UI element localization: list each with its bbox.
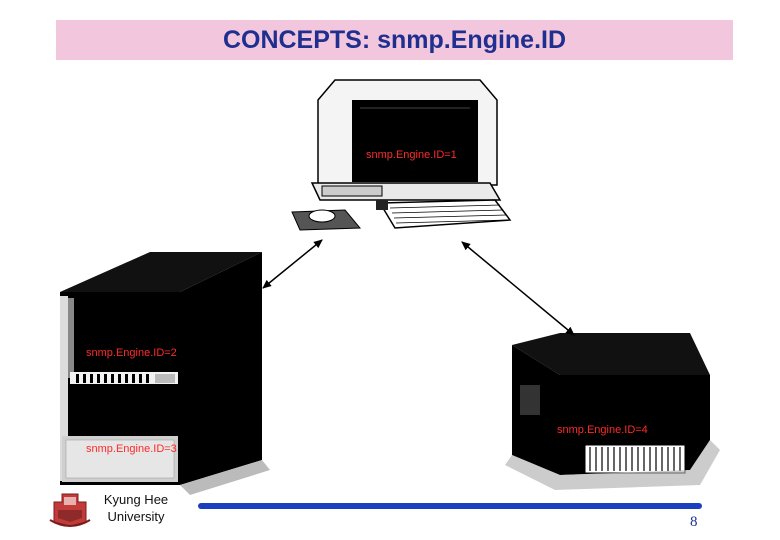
footer-divider [198, 503, 702, 509]
slide-title: CONCEPTS: snmp.Engine.ID [222, 26, 567, 54]
university-name: Kyung Hee University [96, 491, 176, 525]
rack-server [60, 252, 270, 495]
workstation-engine-id: snmp.Engine.ID=1 [366, 149, 457, 161]
university-name-line2: University [107, 509, 165, 524]
link-workstation-box [461, 241, 575, 336]
box-server [505, 333, 720, 490]
university-logo-icon [49, 493, 91, 527]
page-number: 8 [690, 514, 698, 530]
rack-top-engine-id: snmp.Engine.ID=2 [86, 347, 177, 359]
title-bar: CONCEPTS: snmp.Engine.ID [56, 20, 733, 60]
rack-bottom-engine-id: snmp.Engine.ID=3 [86, 443, 177, 455]
workstation-computer [291, 79, 512, 231]
university-name-line1: Kyung Hee [103, 492, 169, 507]
link-workstation-rack [262, 239, 323, 289]
box-engine-id: snmp.Engine.ID=4 [557, 424, 648, 436]
